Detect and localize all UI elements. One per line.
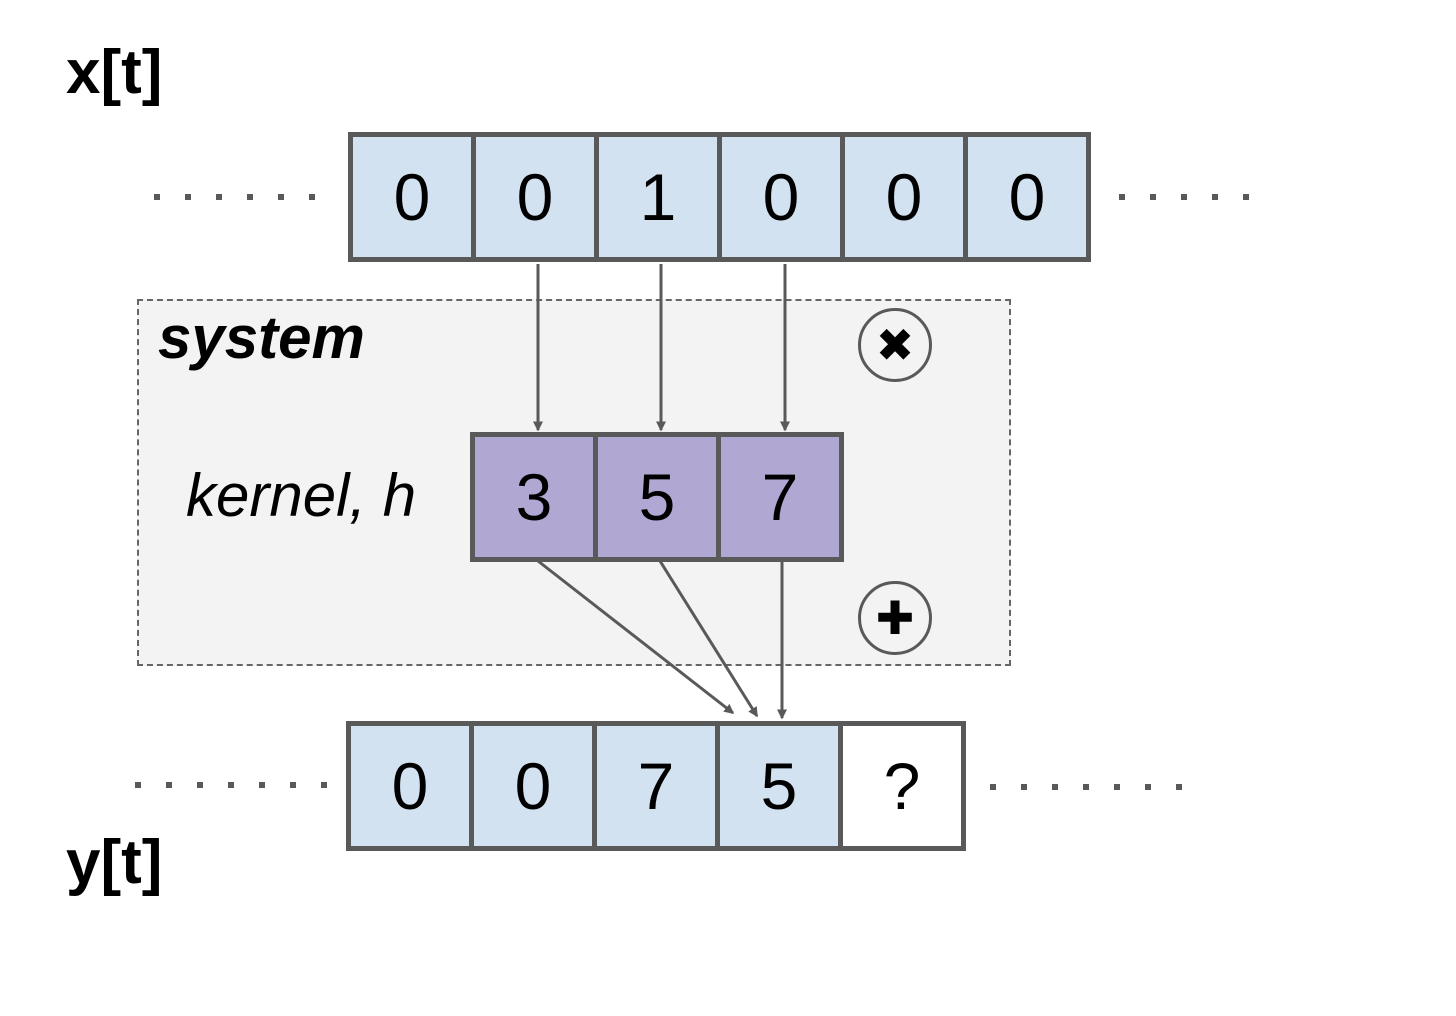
output-cell: 5 <box>715 726 838 846</box>
system-label: system <box>158 304 365 371</box>
input-cell: 0 <box>840 137 963 257</box>
input-cell: 1 <box>594 137 717 257</box>
input-cell: 0 <box>471 137 594 257</box>
kernel-label: kernel, h <box>186 462 417 529</box>
output-cell: 7 <box>592 726 715 846</box>
output-signal-label: y[t] <box>66 828 163 897</box>
unknown-output-cell: ? <box>838 726 961 846</box>
output-cell: 0 <box>469 726 592 846</box>
input-cell: 0 <box>717 137 840 257</box>
output-signal-row: 0 0 7 5 ? <box>346 721 966 851</box>
plus-icon: ✚ <box>858 581 932 655</box>
kernel-cell: 5 <box>593 437 716 557</box>
kernel-cell: 3 <box>475 437 593 557</box>
input-signal-label: x[t] <box>66 38 163 107</box>
input-cell: 0 <box>353 137 471 257</box>
input-cell: 0 <box>963 137 1086 257</box>
kernel-cell: 7 <box>716 437 839 557</box>
output-cell: 0 <box>351 726 469 846</box>
kernel-row: 3 5 7 <box>470 432 844 562</box>
input-signal-row: 0 0 1 0 0 0 <box>348 132 1091 262</box>
multiply-icon: ✖ <box>858 308 932 382</box>
